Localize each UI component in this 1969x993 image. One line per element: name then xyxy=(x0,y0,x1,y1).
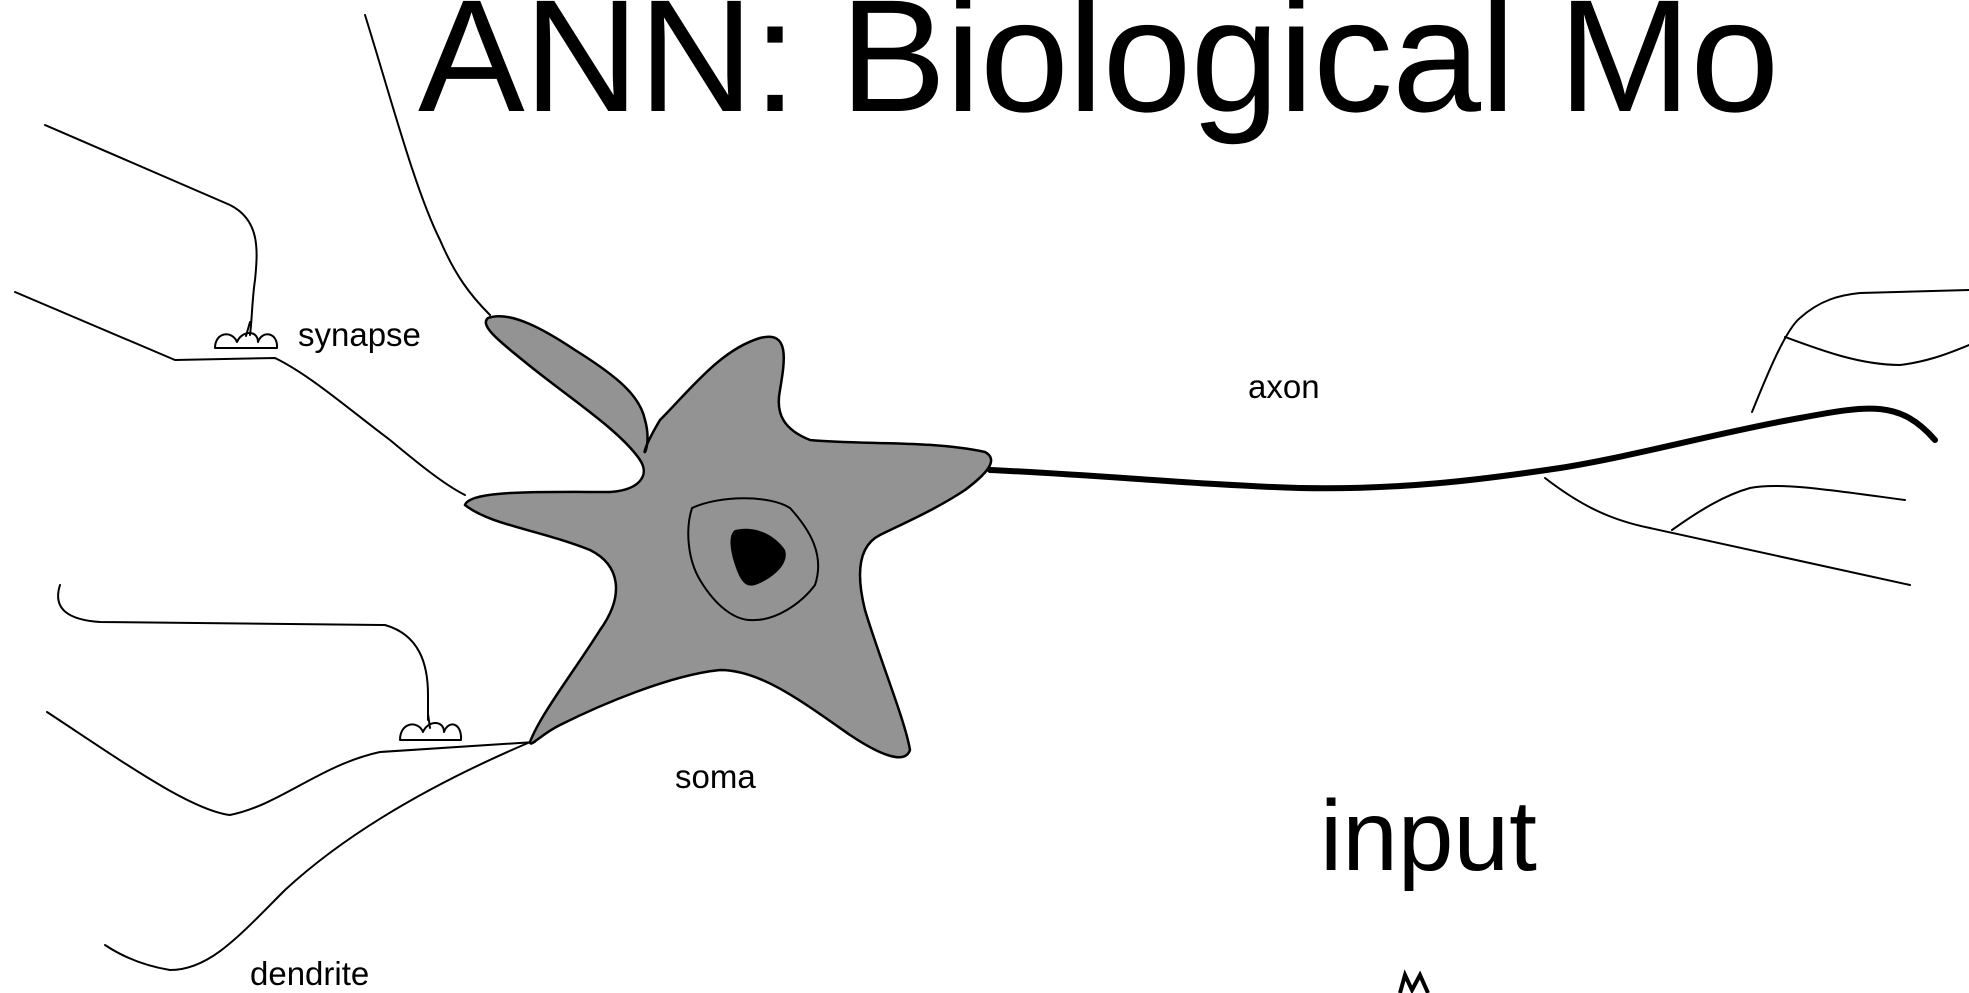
axon-terminal-branch xyxy=(1785,337,1969,365)
dendrite-branch xyxy=(58,585,428,720)
axon-terminal-branch xyxy=(1752,290,1969,412)
soma-body xyxy=(465,316,991,757)
input-label: input xyxy=(1320,780,1537,892)
axon-terminal-branch xyxy=(1672,486,1905,530)
synapse-label: synapse xyxy=(298,316,421,353)
dendrite-label: dendrite xyxy=(250,955,369,992)
synapse-icon xyxy=(215,322,277,348)
synapse-icon xyxy=(400,714,461,740)
axon-trunk[interactable] xyxy=(990,409,1935,489)
dendrite-branch xyxy=(45,125,257,335)
dendrites xyxy=(15,15,535,970)
axon-terminals xyxy=(1545,290,1969,585)
dendrite-branch xyxy=(365,15,490,315)
dendrite-branch xyxy=(47,712,535,815)
cut-off-glyph xyxy=(1400,975,1428,993)
soma-label: soma xyxy=(675,758,756,795)
axon-label: axon xyxy=(1248,368,1320,405)
